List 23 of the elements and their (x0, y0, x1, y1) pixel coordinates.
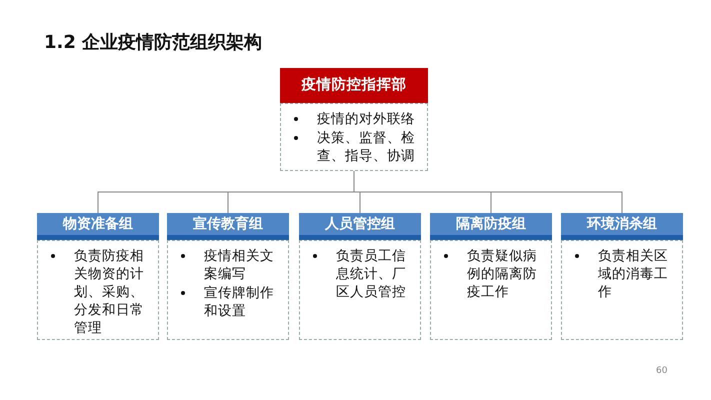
org-unit-card (167, 213, 289, 340)
org-unit-card (37, 213, 159, 340)
unit-header: 隔离防疫组 (430, 213, 552, 240)
duty-text: 负责员工信息统计、厂区人员管控 (336, 247, 406, 301)
slide-title: 1.2 企业疫情防范组织架构 (44, 31, 262, 54)
org-unit-card (561, 213, 683, 340)
duty-text: 疫情相关文案编写 (204, 247, 274, 283)
connector-line (354, 170, 622, 214)
unit-header: 物资准备组 (37, 213, 159, 240)
duty-text: 负责相关区域的消毒工作 (598, 247, 668, 301)
unit-header: 人员管控组 (299, 213, 421, 240)
duty-text: 宣传牌制作和设置 (204, 284, 274, 320)
duty-text: 负责疑似病例的隔离防疫工作 (467, 247, 537, 301)
duty-text: 负责防疫相关物资的计划、采购、分发和日常管理 (74, 247, 144, 337)
unit-header: 宣传教育组 (167, 213, 289, 240)
duty-text: 决策、监督、检查、指导、协调 (317, 129, 416, 165)
org-unit-card (430, 213, 552, 340)
page-number: 60 (656, 366, 668, 376)
unit-header: 环境消杀组 (561, 213, 683, 240)
unit-header: 疫情防控指挥部 (280, 68, 428, 103)
duty-text: 疫情的对外联络 (317, 110, 416, 128)
org-unit-card (299, 213, 421, 340)
org-unit-card (280, 68, 428, 171)
